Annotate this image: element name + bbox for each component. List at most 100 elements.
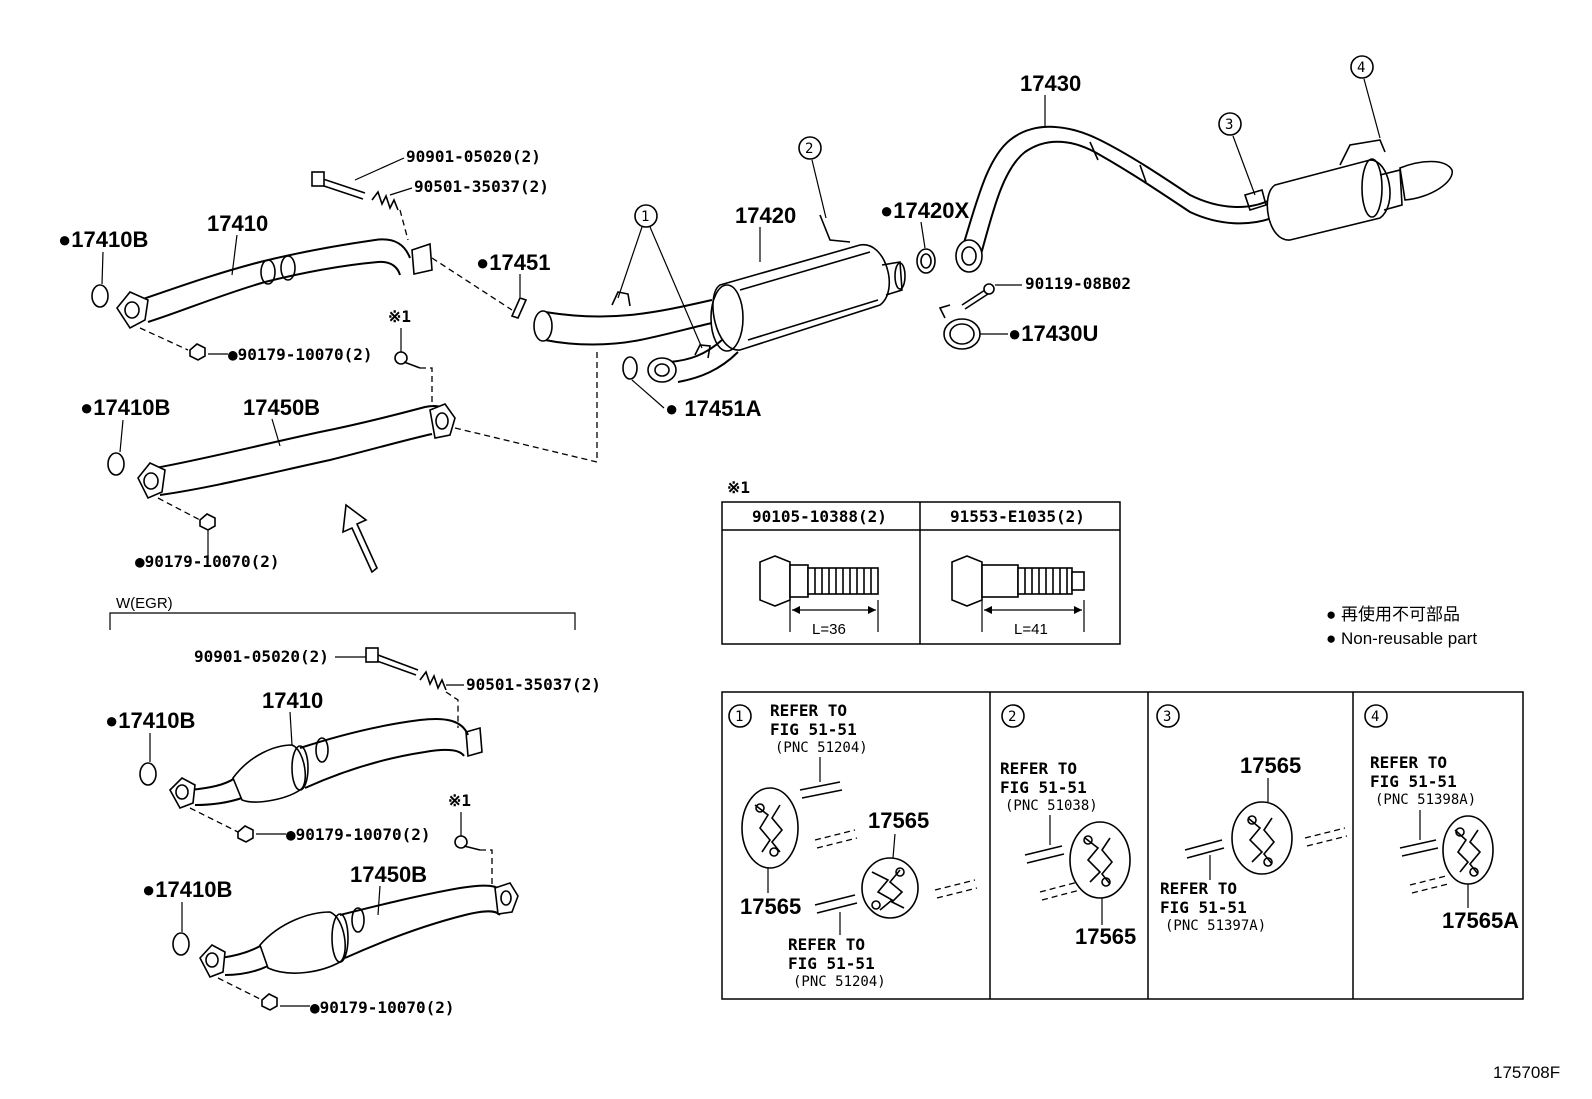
label-90501-lower: 90501-35037(2)	[466, 675, 601, 694]
label-17410-lower: 17410	[262, 688, 323, 713]
label-17430: 17430	[1020, 71, 1081, 96]
svg-text:3: 3	[1163, 709, 1171, 725]
svg-text:17565: 17565	[740, 894, 801, 919]
svg-text:REFER TO: REFER TO	[1370, 753, 1447, 772]
svg-text:17565A: 17565A	[1442, 908, 1519, 933]
label-90179-4: ●90179-10070(2)	[310, 998, 455, 1017]
hanger-17565-d[interactable]	[1231, 801, 1293, 875]
svg-text:(PNC 51397A): (PNC 51397A)	[1165, 918, 1266, 934]
svg-text:REFER TO: REFER TO	[1160, 879, 1237, 898]
clamp-17430u[interactable]	[938, 304, 981, 350]
label-17410b-4: ●17410B	[142, 877, 232, 902]
front-pipe-17450b-upper[interactable]	[137, 403, 456, 500]
label-90119-08b02: 90119-08B02	[1025, 274, 1131, 293]
table-ref-mark: ※1	[727, 478, 750, 497]
svg-text:REFER TO: REFER TO	[788, 935, 865, 954]
svg-text:(PNC 51398A): (PNC 51398A)	[1375, 792, 1476, 808]
label-17410-upper: 17410	[207, 211, 268, 236]
nut-90179-3[interactable]	[237, 825, 254, 843]
detail-box-1: 1 REFER TO FIG 51-51 (PNC 51204) 17565 1…	[728, 701, 978, 990]
tail-pipe-17430[interactable]	[955, 125, 1453, 273]
svg-text:REFER TO: REFER TO	[770, 701, 847, 720]
label-17420: 17420	[735, 203, 796, 228]
ref-mark-1: ※1	[388, 307, 411, 326]
detail-panel	[721, 691, 1524, 1000]
spring-90501-upper[interactable]	[371, 190, 399, 211]
label-90179-3: ●90179-10070(2)	[286, 825, 431, 844]
svg-text:4: 4	[1357, 60, 1365, 76]
center-muffler-17420[interactable]	[533, 214, 906, 383]
hanger-17565-c[interactable]	[1069, 821, 1131, 899]
gasket-17410b-4[interactable]	[172, 932, 190, 956]
svg-text:17565: 17565	[1075, 924, 1136, 949]
spring-90501-lower[interactable]	[419, 670, 447, 691]
nut-90179-4[interactable]	[261, 993, 278, 1011]
nut-90179-1[interactable]	[189, 343, 206, 361]
callout-1-top: 1	[617, 204, 703, 349]
svg-text:3: 3	[1225, 117, 1233, 133]
gasket-17451a[interactable]	[622, 356, 638, 380]
label-17420x: ●17420X	[880, 198, 969, 223]
bolt-length-table: ※1 90105-10388(2) 91553-E1035(2) L=36	[721, 478, 1121, 645]
bolt-90119-08b02[interactable]	[961, 283, 995, 310]
w-egr-label: W(EGR)	[116, 595, 173, 612]
label-17450b-upper: 17450B	[243, 395, 320, 420]
svg-text:FIG 51-51: FIG 51-51	[1000, 778, 1087, 797]
svg-text:(PNC 51038): (PNC 51038)	[1005, 798, 1098, 814]
bolt-90901-lower[interactable]	[365, 647, 419, 676]
gasket-17420x[interactable]	[916, 248, 936, 274]
svg-text:1: 1	[641, 209, 649, 225]
figure-id: 175708F	[1493, 1063, 1560, 1082]
bolt-90901-upper[interactable]	[311, 171, 366, 200]
table-col2-header: 91553-E1035(2)	[950, 507, 1085, 526]
label-17410b-1: ●17410B	[58, 227, 148, 252]
label-90901-lower: 90901-05020(2)	[194, 647, 329, 666]
callout-4-top: 4	[1350, 55, 1381, 139]
svg-text:2: 2	[1008, 709, 1016, 725]
label-17410b-3: ●17410B	[105, 708, 195, 733]
front-pipe-17410-lower[interactable]	[169, 717, 483, 809]
bolt-ref1-lower[interactable]	[454, 835, 481, 851]
label-17450b-lower: 17450B	[350, 862, 427, 887]
nut-90179-2[interactable]	[199, 513, 216, 531]
legend-ja: ● 再使用不可部品	[1326, 604, 1460, 624]
label-17451a: ● 17451A	[665, 396, 762, 421]
bolt-90105-10388-drawing	[759, 555, 879, 632]
length-l36: L=36	[812, 621, 846, 638]
table-col1-header: 90105-10388(2)	[752, 507, 887, 526]
svg-text:17565: 17565	[868, 808, 929, 833]
bolt-ref1-upper[interactable]	[394, 351, 421, 369]
hanger-17565-b[interactable]	[861, 857, 919, 919]
svg-text:FIG 51-51: FIG 51-51	[1370, 772, 1457, 791]
svg-text:FIG 51-51: FIG 51-51	[1160, 898, 1247, 917]
label-90501-upper: 90501-35037(2)	[414, 177, 549, 196]
label-17410b-2: ●17410B	[80, 395, 170, 420]
svg-text:17565: 17565	[1240, 753, 1301, 778]
front-pipe-17450b-lower[interactable]	[199, 882, 519, 979]
ref-mark-2: ※1	[448, 791, 471, 810]
detail-box-4: 4 REFER TO FIG 51-51 (PNC 51398A) 17565A	[1364, 704, 1519, 933]
svg-text:1: 1	[735, 709, 743, 725]
svg-text:2: 2	[805, 141, 813, 157]
detail-box-2: 2 REFER TO FIG 51-51 (PNC 51038) 17565	[1000, 704, 1136, 949]
svg-text:4: 4	[1371, 709, 1379, 725]
svg-text:(PNC 51204): (PNC 51204)	[793, 974, 886, 990]
detail-box-3: 3 17565 REFER TO FIG 51-51 (PNC 51397A)	[1156, 704, 1348, 934]
label-90901-upper: 90901-05020(2)	[406, 147, 541, 166]
gasket-17410b-1[interactable]	[91, 284, 109, 308]
svg-text:(PNC 51204): (PNC 51204)	[775, 740, 868, 756]
hanger-17565-a[interactable]	[741, 787, 799, 869]
gasket-17451[interactable]	[510, 297, 528, 319]
legend-en: ● Non-reusable part	[1326, 629, 1477, 648]
gasket-17410b-2[interactable]	[107, 452, 125, 476]
svg-text:REFER TO: REFER TO	[1000, 759, 1077, 778]
label-17451: ●17451	[476, 250, 550, 275]
gasket-17410b-3[interactable]	[139, 762, 157, 786]
svg-text:FIG 51-51: FIG 51-51	[788, 954, 875, 973]
front-pipe-17410-upper[interactable]	[116, 238, 433, 330]
svg-text:FIG 51-51: FIG 51-51	[770, 720, 857, 739]
length-l41: L=41	[1014, 621, 1048, 638]
label-90179-2: ●90179-10070(2)	[135, 552, 280, 571]
bolt-91553-e1035-drawing	[951, 555, 1085, 632]
hanger-17565a[interactable]	[1442, 815, 1494, 885]
